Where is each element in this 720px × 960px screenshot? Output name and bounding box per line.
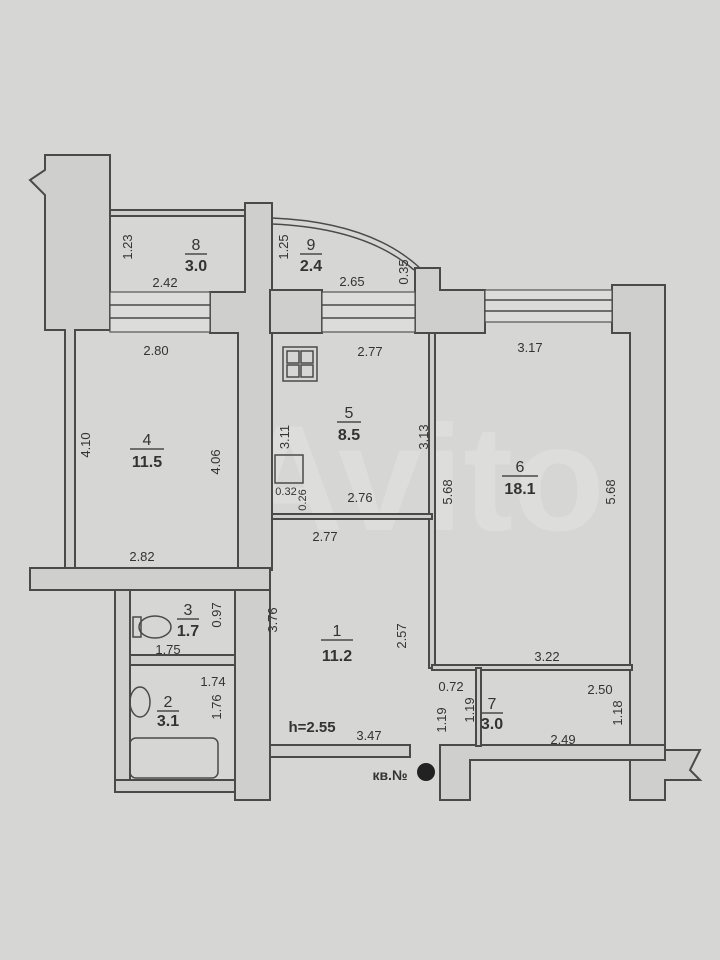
svg-text:2.82: 2.82: [129, 549, 154, 564]
svg-text:2.77: 2.77: [357, 344, 382, 359]
svg-text:5.68: 5.68: [440, 479, 455, 504]
svg-text:18.1: 18.1: [504, 481, 535, 498]
svg-text:5.68: 5.68: [603, 479, 618, 504]
walls: [28, 154, 703, 801]
room-7: 73.0: [481, 696, 503, 733]
svg-text:1.18: 1.18: [610, 700, 625, 725]
svg-text:0.26: 0.26: [297, 489, 309, 510]
svg-text:0.35: 0.35: [396, 259, 411, 284]
bathtub-icon: [129, 737, 219, 779]
room-2: 23.1: [157, 694, 179, 730]
svg-text:3.76: 3.76: [265, 607, 280, 632]
svg-text:4.10: 4.10: [78, 432, 93, 457]
svg-text:2.4: 2.4: [300, 258, 322, 275]
room-8: 83.0: [185, 237, 207, 275]
svg-text:3.47: 3.47: [356, 728, 381, 743]
svg-text:0.32: 0.32: [275, 486, 296, 498]
svg-text:11.2: 11.2: [322, 648, 352, 665]
windows: [109, 217, 613, 333]
svg-text:3.13: 3.13: [416, 424, 431, 449]
svg-text:3.11: 3.11: [277, 425, 292, 449]
svg-text:8: 8: [192, 237, 201, 254]
svg-text:3.0: 3.0: [185, 258, 207, 275]
svg-text:3.0: 3.0: [481, 716, 503, 733]
room-6: 618.1: [502, 459, 538, 498]
svg-text:0.72: 0.72: [438, 679, 463, 694]
svg-text:1.76: 1.76: [209, 694, 224, 719]
svg-text:2.80: 2.80: [143, 343, 168, 358]
svg-text:6: 6: [516, 459, 525, 476]
svg-text:2.49: 2.49: [550, 732, 575, 747]
room-4: 411.5: [130, 432, 164, 471]
svg-text:1.7: 1.7: [177, 623, 199, 640]
svg-text:2.50: 2.50: [587, 682, 612, 697]
svg-text:7: 7: [488, 696, 497, 713]
svg-text:4.06: 4.06: [208, 449, 223, 474]
svg-text:2: 2: [164, 694, 173, 711]
svg-text:1.23: 1.23: [120, 234, 135, 259]
svg-text:1.25: 1.25: [276, 234, 291, 259]
svg-text:3: 3: [184, 602, 193, 619]
svg-text:2.42: 2.42: [152, 275, 177, 290]
sink-icon: [274, 454, 304, 484]
washbasin-icon: [129, 686, 151, 718]
svg-text:3.22: 3.22: [534, 649, 559, 664]
room-3: 31.7: [177, 602, 199, 640]
stove-icon: [282, 346, 318, 382]
svg-text:1.74: 1.74: [200, 674, 225, 689]
room-9: 92.4: [300, 237, 322, 275]
svg-text:2.57: 2.57: [394, 623, 409, 648]
room-5: 58.5: [337, 405, 361, 444]
svg-text:1.19: 1.19: [462, 697, 477, 722]
apartment-label: кв.№: [372, 767, 407, 783]
svg-text:2.65: 2.65: [339, 274, 364, 289]
svg-text:9: 9: [307, 237, 316, 254]
dimension-labels: 1.23 2.42 1.25 2.65 0.35 2.80 4.10 4.06 …: [78, 234, 625, 747]
svg-text:4: 4: [143, 432, 152, 449]
svg-text:3.1: 3.1: [157, 713, 179, 730]
balcony-arc: [271, 217, 421, 269]
svg-text:1.75: 1.75: [155, 642, 180, 657]
svg-text:11.5: 11.5: [132, 454, 162, 471]
svg-text:2.76: 2.76: [347, 490, 372, 505]
ceiling-height: h=2.55: [288, 719, 335, 736]
redaction-scribble: [417, 763, 435, 781]
svg-text:2.77: 2.77: [312, 529, 337, 544]
svg-text:5: 5: [345, 405, 354, 422]
svg-text:0.97: 0.97: [209, 602, 224, 627]
svg-text:1.19: 1.19: [434, 707, 449, 732]
watermark: Avito: [235, 394, 604, 562]
toilet-icon: [132, 615, 172, 639]
svg-text:1: 1: [333, 623, 342, 640]
svg-text:3.17: 3.17: [517, 340, 542, 355]
svg-text:8.5: 8.5: [338, 427, 360, 444]
room-1: 111.2: [321, 623, 353, 665]
